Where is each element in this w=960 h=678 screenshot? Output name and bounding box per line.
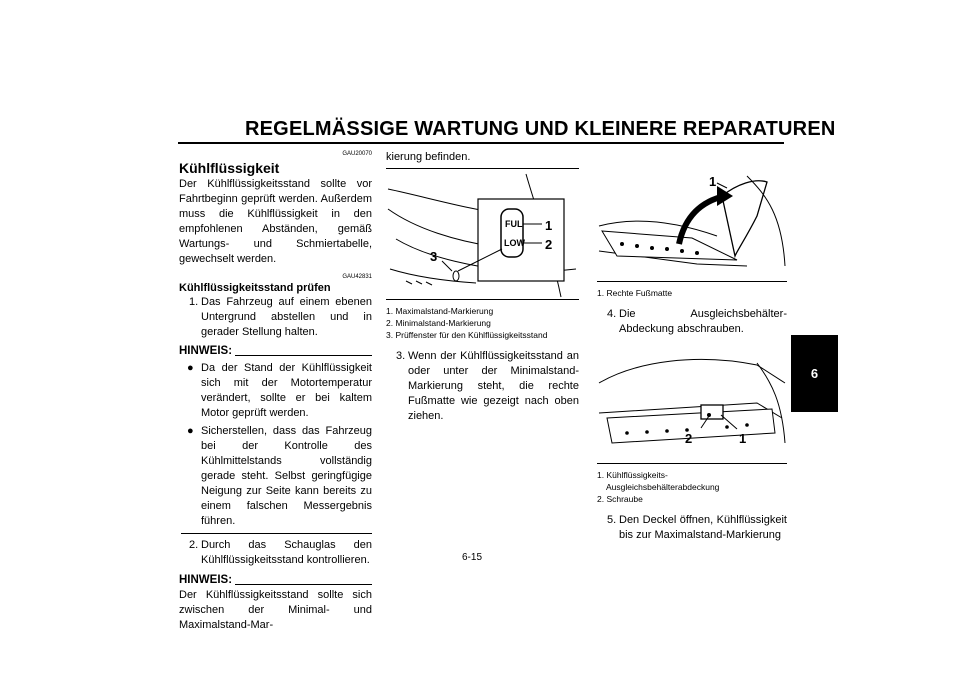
note-text: Der Kühlflüssigkeitsstand sollte sich zw…: [179, 589, 372, 631]
step-text: Wenn der Kühlflüssigkeitsstand an oder u…: [408, 350, 579, 422]
figure-caption-2: 2. Schraube: [597, 494, 643, 504]
subsection-heading: Kühlflüssigkeitsstand prüfen: [179, 282, 331, 294]
page-number: 6-15: [462, 552, 483, 563]
step-3: 3. Wenn der Kühlflüssigkeitsstand an ode…: [386, 349, 579, 424]
intro-paragraph: Der Kühlflüssigkeitsstand sollte vor Fah…: [179, 178, 372, 265]
column-2: kierung befinden. FUL LOW 1 2 3 1. Maxim…: [386, 150, 579, 424]
callout-2: 2: [545, 237, 552, 252]
footmat-illustration: 1: [598, 174, 786, 267]
bullet-text: Da der Stand der Kühlflüssigkeit sich mi…: [201, 362, 372, 419]
bullet-text: Sicherstellen, dass das Fahrzeug bei der…: [201, 425, 372, 527]
note-line: [235, 584, 372, 585]
note-bullet: ● Sicherstellen, dass das Fahrzeug bei d…: [179, 424, 372, 529]
chapter-tab[interactable]: 6: [791, 335, 838, 412]
figure-caption: 1. Rechte Fußmatte: [597, 288, 673, 298]
step-number: 4.: [607, 308, 617, 320]
figure-caption-2: 2. Minimalstand-Markierung: [386, 318, 491, 328]
note-label: HINWEIS:: [179, 345, 233, 357]
figure-top-rule: [386, 168, 579, 169]
header-rule: [178, 142, 784, 144]
reference-code: GAU42831: [342, 274, 372, 280]
figure-caption-1: 1. Kühlflüssigkeits-: [597, 470, 668, 480]
column-1: GAU20070 Kühlflüssigkeit Der Kühlflüssig…: [179, 150, 372, 633]
step-number: 2.: [189, 539, 199, 551]
note-label: HINWEIS:: [179, 574, 233, 586]
figure-caption-1-cont: Ausgleichsbehälterabdeckung: [606, 482, 720, 492]
section-heading: Kühlflüssigkeit: [179, 160, 280, 176]
step-2: 2. Durch das Schauglas den Kühlflüssigke…: [179, 538, 372, 568]
continued-text: kierung befinden.: [386, 151, 471, 163]
step-text: Die Ausgleichsbehälter-Abdeckung abschra…: [619, 308, 787, 335]
column-3: 1 1. Rechte Fußmatte 4. Die Ausgleichsbe…: [597, 150, 787, 543]
bullet-icon: ●: [187, 425, 194, 437]
low-mark-label: LOW: [504, 238, 525, 248]
note-heading: HINWEIS:: [179, 573, 372, 588]
callout-3: 3: [430, 249, 437, 264]
step-text: Durch das Schauglas den Kühlflüssigkeits…: [201, 539, 372, 566]
step-number: 3.: [396, 350, 406, 362]
page-header-title: REGELMÄSSIGE WARTUNG UND KLEINERE REPARA…: [245, 118, 836, 140]
reservoir-figure: 2 1: [597, 343, 787, 463]
figure-bottom-rule: [386, 299, 579, 300]
callout-1: 1: [545, 218, 552, 233]
step-number: 1.: [189, 296, 199, 308]
note-bullet: ● Da der Stand der Kühlflüssigkeit sich …: [179, 361, 372, 421]
step-number: 5.: [607, 514, 617, 526]
step-1: 1. Das Fahrzeug auf einem ebenen Untergr…: [179, 295, 372, 340]
figure-caption-3: 3. Prüffenster für den Kühlflüssigkeitss…: [386, 330, 548, 340]
step-5: 5. Den Deckel öffnen, Kühlflüssigkeit bi…: [597, 513, 787, 543]
figure-bottom-rule: [597, 463, 787, 464]
note-line: [235, 355, 372, 356]
step-text: Den Deckel öffnen, Kühlflüssigkeit bis z…: [619, 514, 787, 541]
callout-1: 1: [739, 431, 746, 446]
callout-2: 2: [685, 431, 692, 446]
ful-mark-label: FUL: [505, 219, 523, 229]
sight-glass-figure: FUL LOW 1 2 3: [386, 169, 579, 299]
step-4: 4. Die Ausgleichsbehälter-Abdeckung absc…: [597, 307, 787, 337]
reference-code: GAU20070: [342, 151, 372, 157]
figure-caption-1: 1. Maximalstand-Markierung: [386, 306, 494, 316]
figure-bottom-rule: [597, 281, 787, 282]
note-heading: HINWEIS:: [179, 344, 372, 359]
note-end-rule: [181, 533, 372, 534]
footmat-figure: 1: [597, 156, 787, 281]
reservoir-illustration: 2 1: [598, 358, 786, 446]
step-text: Das Fahrzeug auf einem ebenen Untergrund…: [201, 296, 372, 338]
bullet-icon: ●: [187, 362, 194, 374]
sight-glass-illustration: FUL LOW 1 2 3: [387, 173, 577, 298]
callout-1: 1: [709, 174, 716, 189]
